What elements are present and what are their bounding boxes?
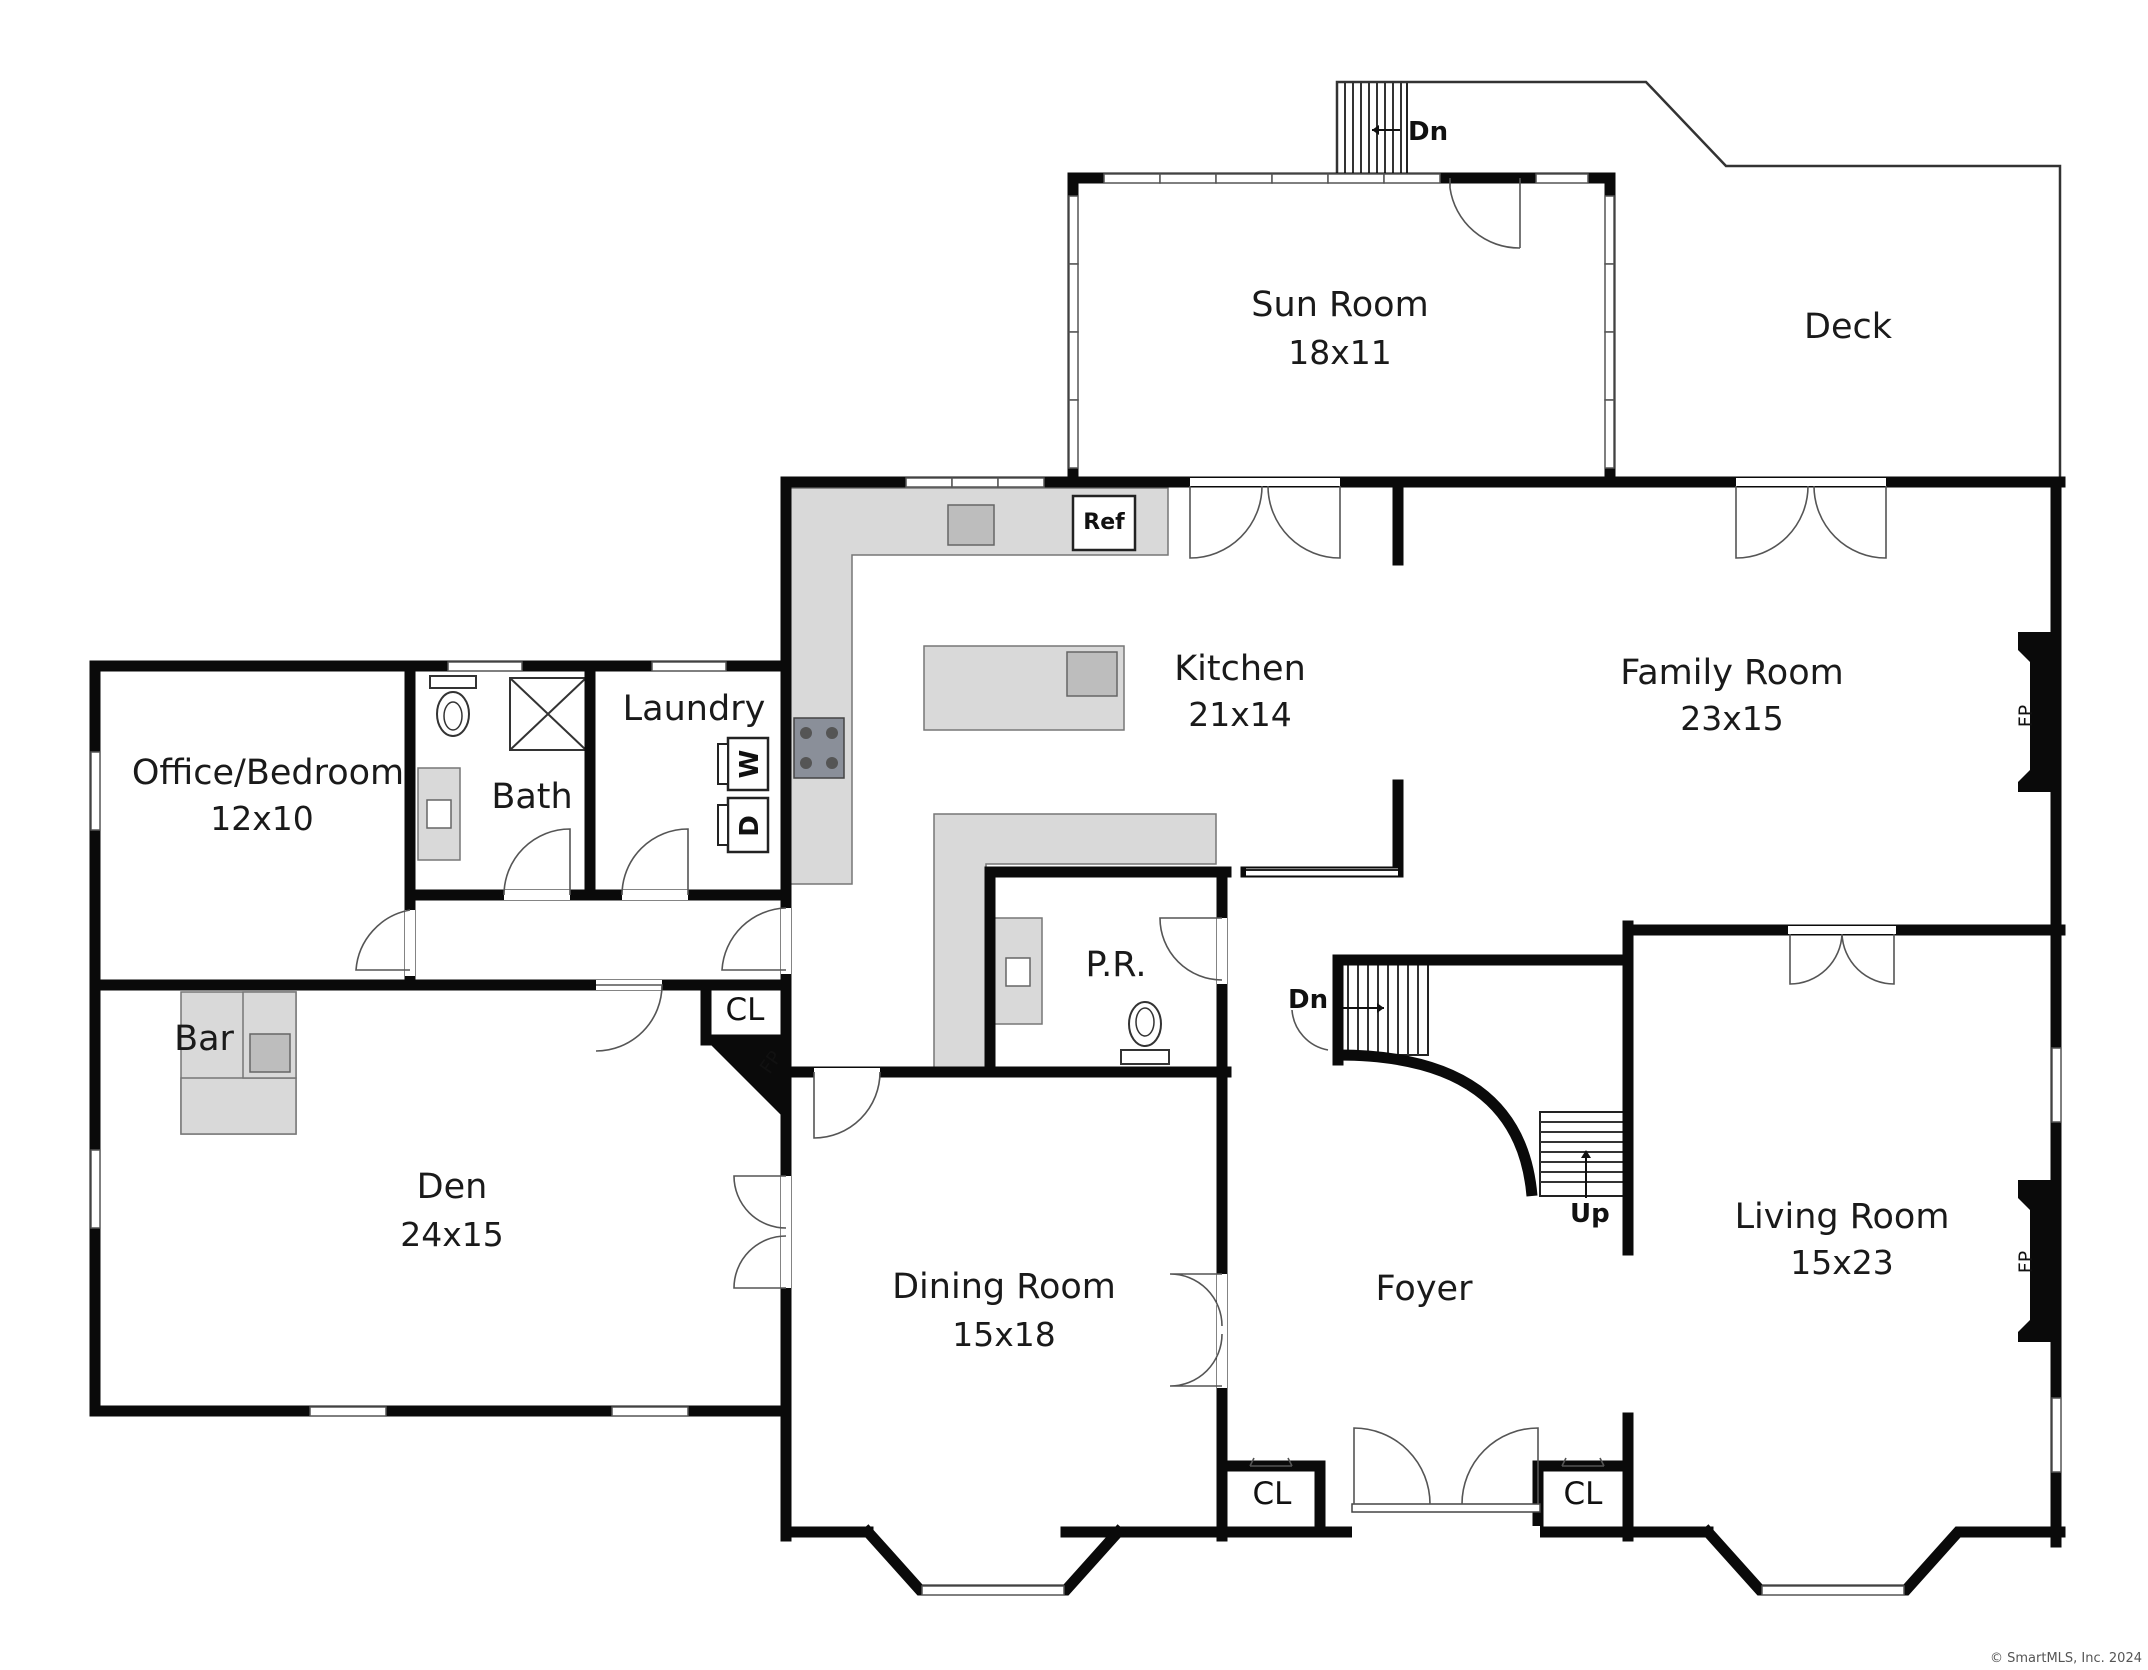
deck-outline [1335,80,2062,480]
dining-room-name: Dining Room [892,1267,1116,1307]
den-name: Den [417,1167,488,1207]
stairs-down-label: Dn [1288,985,1328,1015]
office-name: Office/Bedroom [132,753,404,793]
kitchen-dim: 21x14 [1188,695,1292,734]
deck-name: Deck [1804,307,1893,347]
shower-icon [509,677,587,751]
foyer-name: Foyer [1376,1269,1474,1309]
sun-room-dim: 18x11 [1288,333,1392,372]
sun-room-name: Sun Room [1251,285,1428,325]
svg-text:D: D [735,815,765,837]
den-dim: 24x15 [400,1215,504,1254]
kitchen-name: Kitchen [1174,649,1306,689]
fireplace-icon: FP [2015,632,2052,792]
svg-text:FP: FP [2015,705,2037,727]
closet-label: CL [1253,1476,1293,1512]
living-room-dim: 15x23 [1790,1243,1894,1282]
ref-label: Ref [1083,510,1125,535]
kitchen-counters [180,487,1217,1135]
windows [90,173,2062,1596]
living-room-name: Living Room [1735,1197,1950,1237]
copyright: © SmartMLS, Inc. 2024 [1990,1651,2142,1666]
washer-icon: W [717,736,770,792]
sink-icon [249,504,1118,1073]
family-room-dim: 23x15 [1680,699,1784,738]
stairs-down-deck: Dn [1336,81,1448,179]
closet-label: CL [726,992,766,1028]
svg-text:W: W [735,750,765,779]
bath-name: Bath [491,777,572,817]
stairs-up-foyer: Up [1337,1049,1627,1229]
powder-room-name: P.R. [1086,945,1147,985]
doors [355,178,1896,1538]
svg-text:FP: FP [2015,1251,2037,1273]
refrigerator-icon: Ref [1071,494,1137,552]
fireplace-icon: FP [2015,1180,2052,1342]
dryer-icon: D [717,796,770,854]
laundry-name: Laundry [623,689,766,729]
bar-name: Bar [174,1019,234,1059]
cooktop-icon [793,717,845,779]
office-dim: 12x10 [210,799,314,838]
room-labels: Sun Room 18x11 Deck Kitchen 21x14 Family… [132,285,1950,1512]
stairs-down-foyer: Dn [1288,962,1429,1056]
stairs-down-label: Dn [1408,117,1448,147]
dining-room-dim: 15x18 [952,1315,1056,1354]
stairs-up-label: Up [1570,1199,1610,1229]
closet-label: CL [1564,1476,1604,1512]
toilet-icon [429,675,1170,1065]
family-room-name: Family Room [1620,653,1843,693]
